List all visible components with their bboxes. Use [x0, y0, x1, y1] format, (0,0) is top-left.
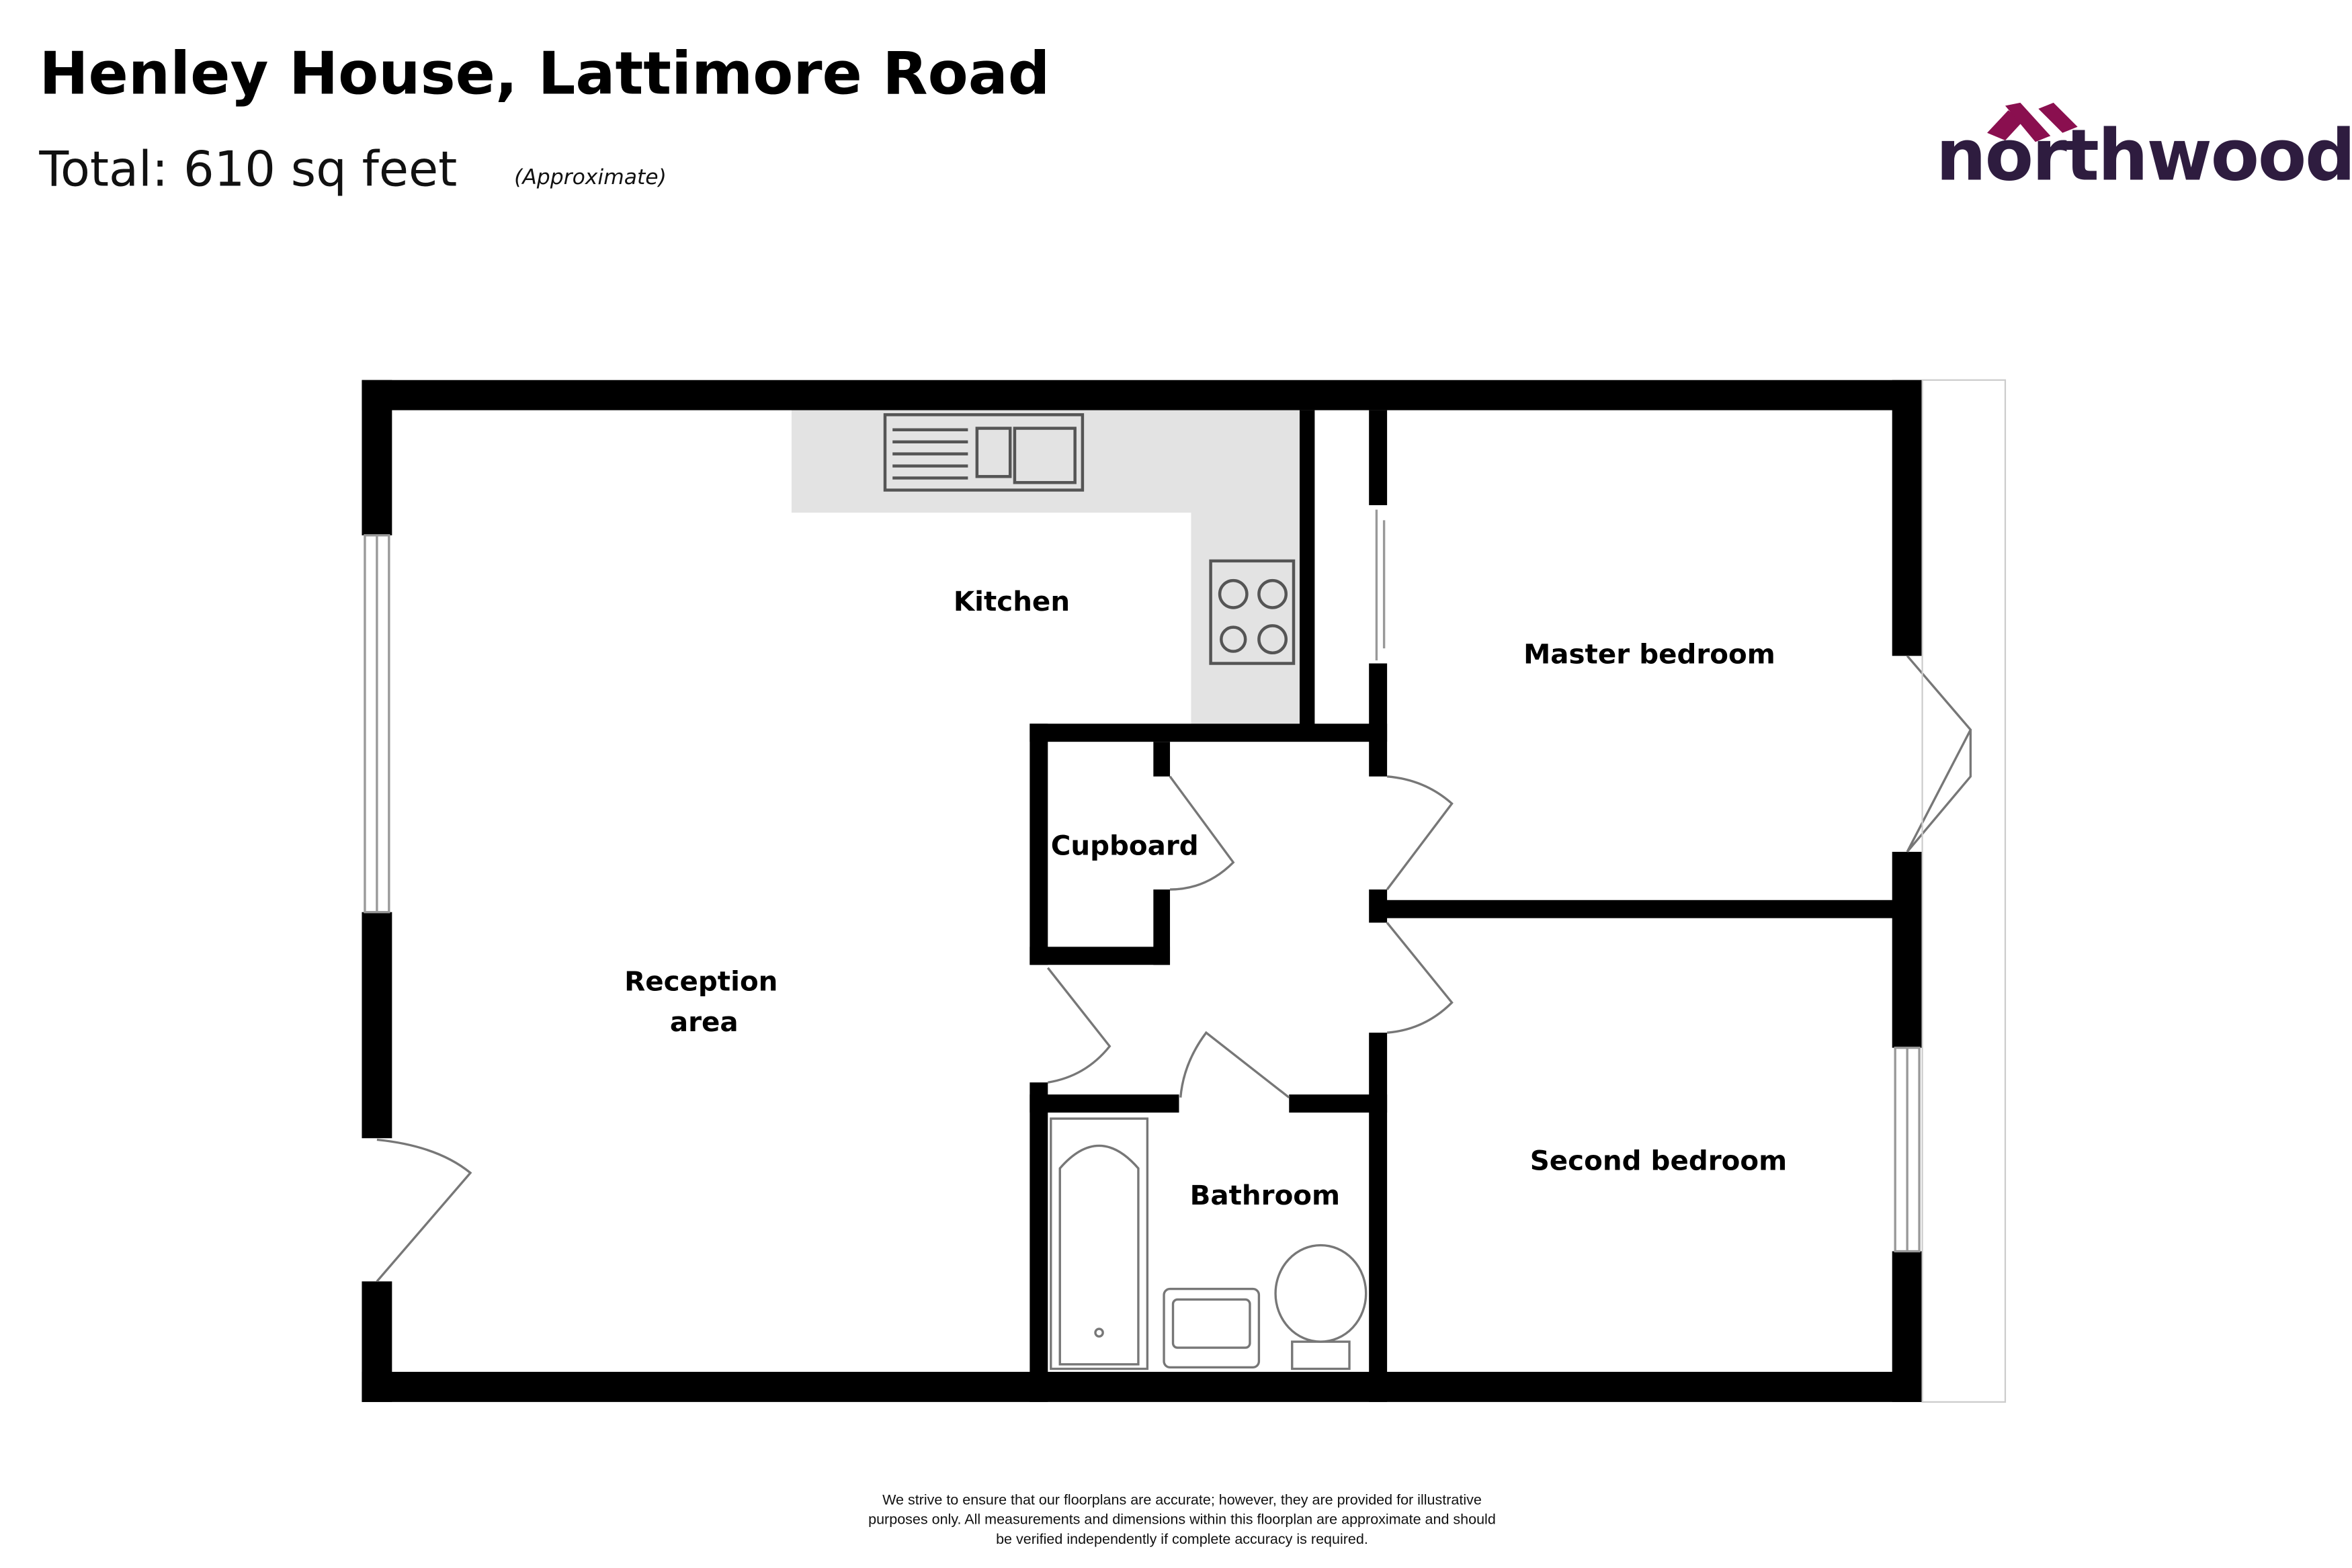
basin-icon [1163, 1287, 1261, 1368]
logo-wordmark: northwood [1936, 114, 2352, 196]
room-label-second-bedroom: Second bedroom [1530, 1145, 1787, 1176]
sink-icon [883, 413, 1085, 492]
room-label-cupboard: Cupboard [1051, 830, 1199, 861]
disclaimer-line-1: We strive to ensure that our floorplans … [882, 1491, 1482, 1508]
page-title: Henley House, Lattimore Road [39, 39, 1050, 107]
hob-icon [1209, 559, 1296, 665]
room-label-reception-2: area [670, 1006, 739, 1038]
toilet-icon [1274, 1244, 1368, 1370]
total-area: Total: 610 sq feet [38, 140, 457, 197]
kitchen-counter [791, 410, 1300, 724]
windows [364, 509, 1921, 1253]
room-label-kitchen: Kitchen [954, 586, 1070, 617]
room-label-bathroom: Bathroom [1190, 1180, 1341, 1211]
disclaimer-line-3: be verified independently if complete ac… [996, 1531, 1368, 1547]
disclaimer-line-2: purposes only. All measurements and dime… [868, 1512, 1496, 1528]
logo-mark-icon [1987, 102, 2078, 142]
approximate-note: (Approximate) [514, 165, 667, 189]
room-label-master-bedroom: Master bedroom [1523, 639, 1775, 670]
bathtub-icon [1050, 1117, 1149, 1370]
room-label-reception: Reception [624, 965, 778, 997]
doors [376, 379, 2007, 1403]
walls [362, 380, 1923, 1402]
northwood-logo: northwood [1936, 102, 2352, 196]
